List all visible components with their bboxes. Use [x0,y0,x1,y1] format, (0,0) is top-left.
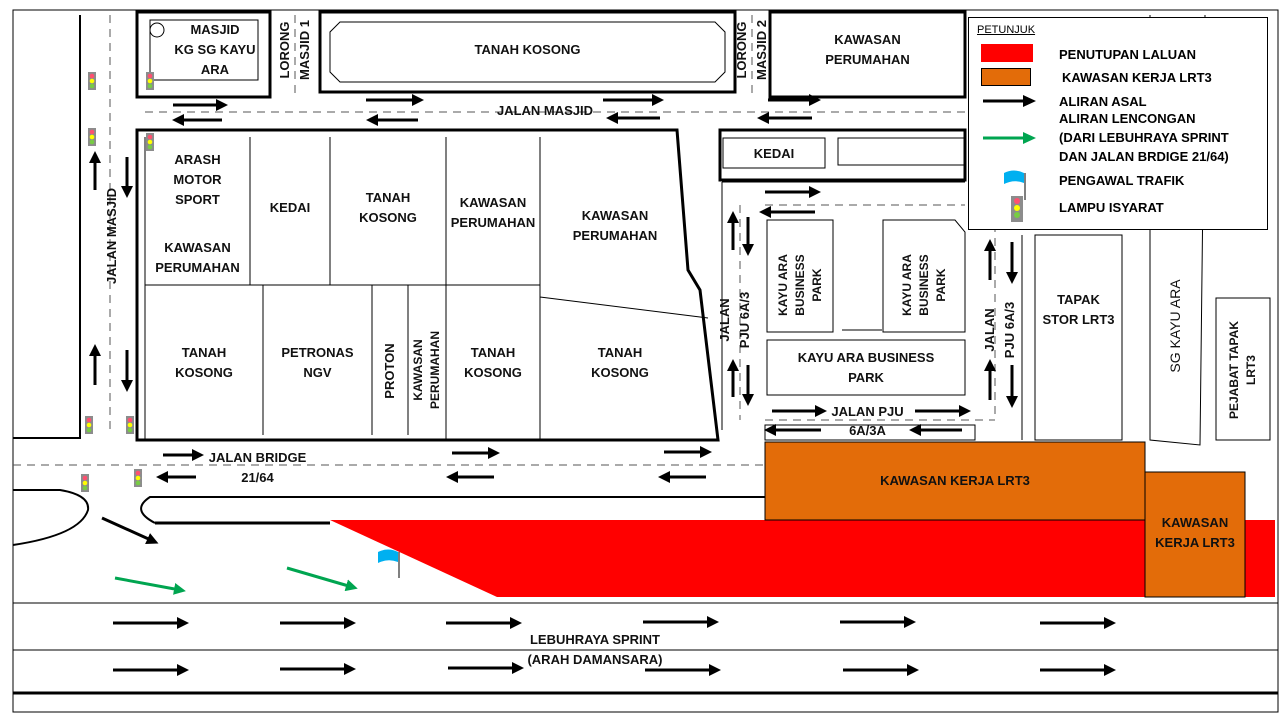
lrt3-worksite-2-label: KAWASAN KERJA LRT3 [1155,515,1235,550]
legend-diversion-label: ALIRAN LENCONGAN (DARI LEBUHRAYA SPRINT … [1059,111,1229,164]
tapak-stor-label: TAPAK STOR LRT3 [1042,292,1115,327]
tanah-kosong-4-label: TANAH KOSONG [591,344,649,380]
lrt3-worksite-1-label: KAWASAN KERJA LRT3 [880,473,1030,488]
legend-title: PETUNJUK [977,24,1036,36]
legend-traffic-light-icon [1011,196,1023,222]
legend-worksite-label: KAWASAN KERJA LRT3 [1062,70,1212,85]
legend-closure-label: PENUTUPAN LALUAN [1059,47,1196,62]
jalan-masjid-h-label: JALAN MASJID [496,103,594,118]
traffic-lights [81,72,154,492]
tanah-kosong-top-label: TANAH KOSONG [474,42,581,57]
traffic-marshal-flag-icon [378,549,400,578]
legend-traffic-light-label: LAMPU ISYARAT [1059,200,1164,215]
kawasan-perumahan-4-label: KAWASAN PERUMAHAN [411,331,442,409]
lorong-masjid-2-label: LORONG MASJID 2 [734,20,769,80]
diversion-flow-arrows [114,566,358,595]
jalan-pju-left-label: JALAN PJU 6A/3 [717,291,752,349]
arash-label: ARASH MOTOR SPORT [173,152,222,207]
legend-flag-icon [1004,170,1026,200]
lrt3-worksite-1 [764,441,1146,521]
kayu-ara-business-park-2-label: KAYU ARA BUSINESS PARK [899,254,948,316]
jalan-masjid-v-label: JALAN MASJID [104,187,119,285]
legend: PETUNJUK PENUTUPAN LALUAN KAWASAN KERJA … [968,17,1268,230]
tanah-kosong-3-label: TANAH KOSONG [464,344,522,380]
kawasan-perumahan-2-label: KAWASAN PERUMAHAN [450,194,536,230]
proton-label: PROTON [382,343,397,399]
kawasan-perumahan-top-label: KAWASAN PERUMAHAN [825,32,910,67]
lorong-masjid-1-label: LORONG MASJID 1 [277,20,312,80]
pejabat-tapak-label: PEJABAT TAPAK LRT3 [1227,321,1258,420]
masjid-label: MASJID KG SG KAYU ARA [174,22,256,77]
kawasan-perumahan-3-label: KAWASAN PERUMAHAN [572,207,658,243]
legend-original-flow-label: ALIRAN ASAL [1059,94,1147,109]
jalan-pju-h-label: JALAN PJU 6A/3A [831,404,904,438]
tanah-kosong-1-label: TANAH KOSONG [359,189,417,225]
sg-kayu-ara-label: SG KAYU ARA [1167,279,1183,373]
lrt3-worksite-2 [1144,471,1246,598]
map-frame [12,9,1279,713]
kayu-ara-business-park-1-label: KAYU ARA BUSINESS PARK [775,254,824,316]
legend-worksite-swatch [981,68,1031,86]
jalan-bridge-label: JALAN BRIDGE 21/64 [208,450,307,485]
kedai-1-label: KEDAI [269,199,311,215]
kawasan-perumahan-1-label: KAWASAN PERUMAHAN [155,240,240,275]
jalan-pju-right-label: JALAN PJU 6A/3 [982,301,1017,359]
kedai-2-label: KEDAI [753,145,795,161]
legend-green-arrow-icon [983,132,1036,144]
original-flow-arrows [89,94,1116,676]
road-closure-area [330,520,1275,597]
kayu-ara-business-park-3-label: KAYU ARA BUSINESS PARK [797,350,935,385]
legend-black-arrow-icon [983,95,1036,107]
tanah-kosong-2-label: TANAH KOSONG [175,344,233,380]
lebuhraya-sprint-label: LEBUHRAYA SPRINT (ARAH DAMANSARA) [527,632,663,667]
legend-closure-swatch [981,44,1033,62]
petronas-label: PETRONAS NGV [281,344,354,380]
legend-marshal-label: PENGAWAL TRAFIK [1059,173,1185,188]
